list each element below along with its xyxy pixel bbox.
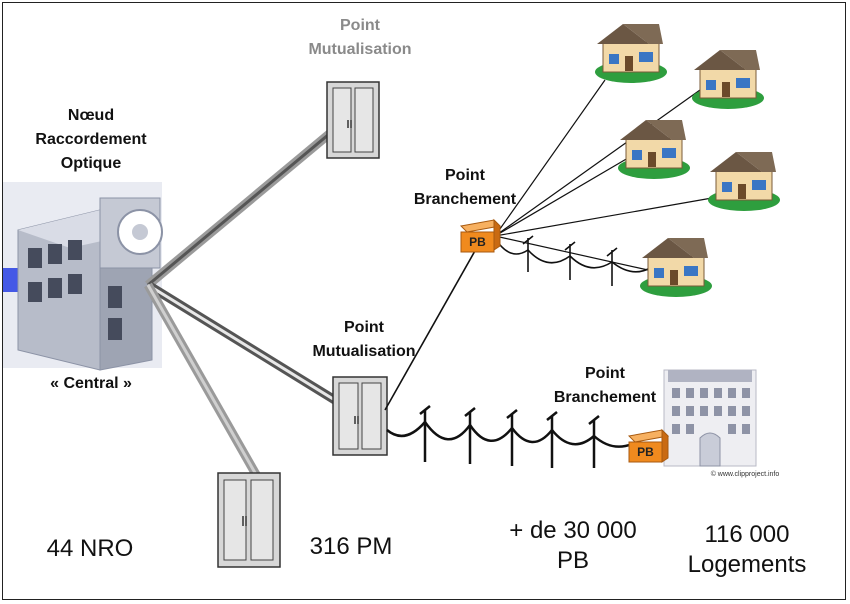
pm-top-label: Point Mutualisation xyxy=(290,14,430,62)
pm-cabinet-mid-icon xyxy=(332,376,388,456)
nro-title-line: Nœud xyxy=(67,107,115,124)
nro-title-line: Optique xyxy=(60,155,122,172)
stat-logements-line: 116 000 xyxy=(704,521,790,548)
pm-mid-label-line: Point xyxy=(344,319,384,336)
pb-box-top-icon xyxy=(459,218,502,253)
pb-top-label: Point Branchement xyxy=(400,164,530,212)
pm-mid-label: Point Mutualisation xyxy=(294,316,434,364)
pb-bottom-label: Point Branchement xyxy=(542,362,668,410)
nro-building-icon xyxy=(2,182,163,371)
pb-bottom-box-label: PB xyxy=(637,445,654,459)
nro-title: Nœud Raccordement Optique xyxy=(6,104,176,176)
stat-pb: + de 30 000 PB xyxy=(488,516,658,576)
stat-nro: 44 NRO xyxy=(46,535,134,562)
pm-cabinet-bottom-icon xyxy=(217,472,281,568)
house-icon xyxy=(692,50,764,109)
pb-bottom-label-line: Point xyxy=(585,365,625,382)
aerial-line-top xyxy=(494,235,651,286)
stat-pb-line: + de 30 000 xyxy=(509,517,637,544)
house-icon xyxy=(595,24,667,83)
pb-top-label-line: Branchement xyxy=(413,191,517,208)
pm-top-label-line: Mutualisation xyxy=(308,41,412,58)
pb-top-box-label: PB xyxy=(469,235,486,249)
pb-bottom-label-line: Branchement xyxy=(553,389,657,406)
pm-to-pb-cable xyxy=(384,241,481,411)
trunk-cables xyxy=(144,121,343,481)
pm-mid-label-line: Mutualisation xyxy=(312,343,416,360)
apartment-building-icon xyxy=(663,369,757,467)
pm-cabinet-top-icon xyxy=(326,81,380,159)
stat-pb-line: PB xyxy=(556,547,589,574)
stat-logements: 116 000 Logements xyxy=(672,520,822,580)
pb-box-bottom-icon xyxy=(627,428,670,463)
nro-title-line: Raccordement xyxy=(35,131,147,148)
stat-pm: 316 PM xyxy=(309,533,393,560)
house-icon xyxy=(618,120,690,179)
aerial-line-bottom xyxy=(386,405,633,468)
stat-logements-line: Logements xyxy=(687,551,807,578)
image-credit: © www.clipproject.info xyxy=(710,471,780,478)
house-icon xyxy=(708,152,780,211)
house-icon xyxy=(640,238,712,297)
nro-caption: « Central » xyxy=(50,375,132,392)
pb-top-label-line: Point xyxy=(445,167,485,184)
drop-cables xyxy=(494,79,713,271)
pm-top-label-line: Point xyxy=(340,17,380,34)
